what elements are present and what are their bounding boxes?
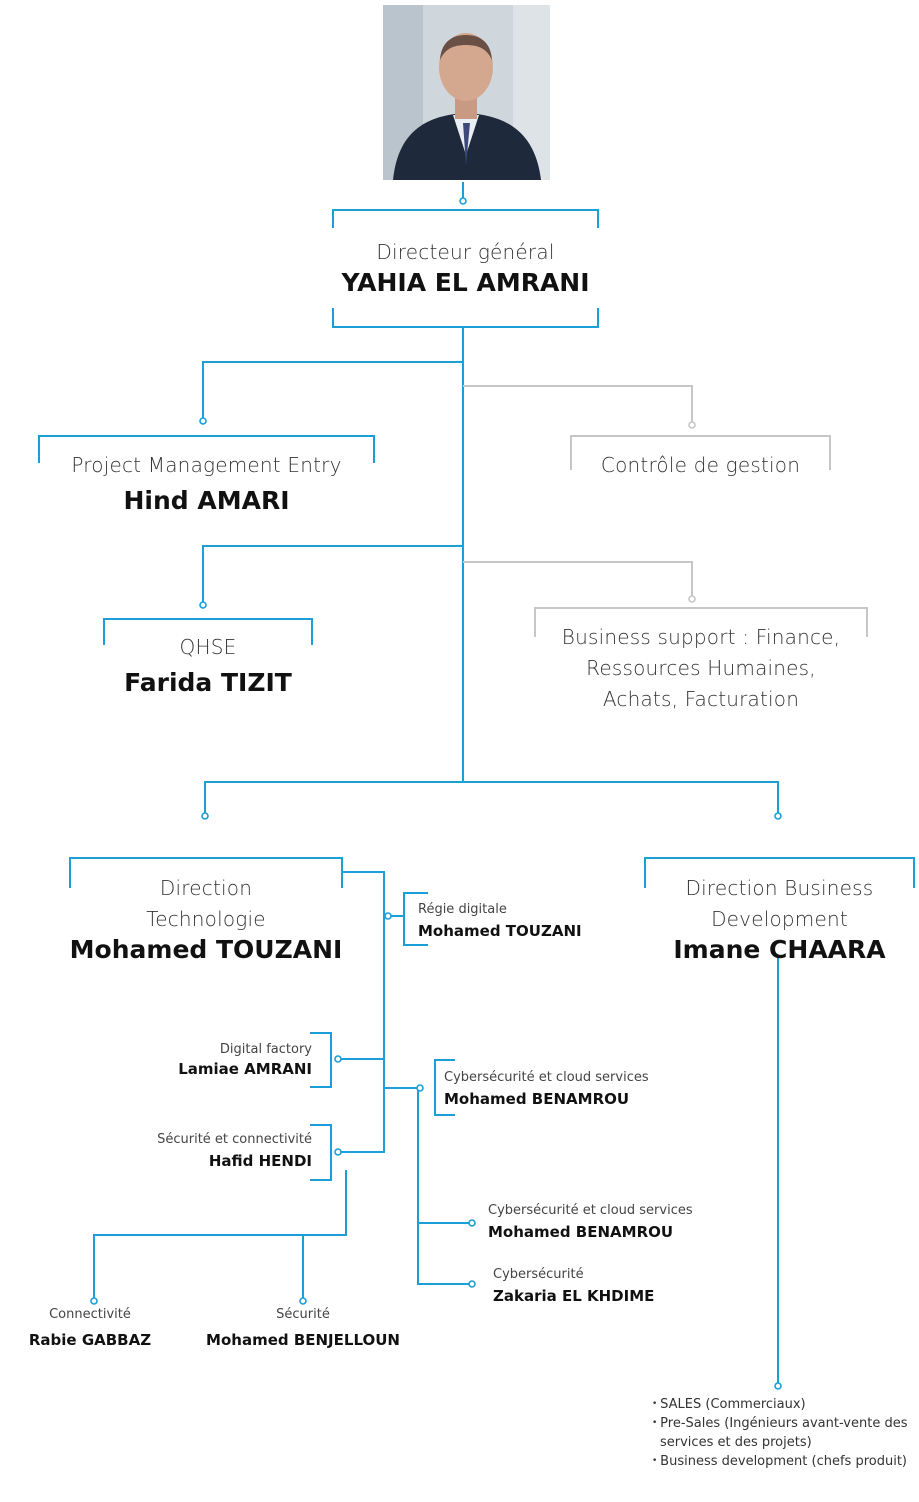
cyber-cloud-role: Cybersécurité et cloud services <box>444 1070 649 1085</box>
node-dot <box>384 912 392 920</box>
regie-role: Régie digitale <box>418 902 507 917</box>
ceo-role: Directeur général <box>376 240 555 264</box>
qhse-branch <box>202 545 463 602</box>
node-dot <box>334 1148 342 1156</box>
factory-name: Lamiae AMRANI <box>178 1060 312 1078</box>
qhse-bracket <box>103 618 313 645</box>
node-dot <box>299 1297 307 1305</box>
secu-conn-role: Sécurité et connectivité <box>157 1132 312 1147</box>
node-dot <box>199 417 207 425</box>
tech-role-line2: Technologie <box>146 907 266 931</box>
bs-branch <box>463 561 693 597</box>
tech-name: Mohamed TOUZANI <box>69 935 343 964</box>
secu-branch <box>338 1059 385 1153</box>
secu-conn-name: Hafid HENDI <box>208 1152 312 1170</box>
bizdev-teams-list: SALES (Commerciaux) Pre-Sales (Ingénieur… <box>652 1395 914 1471</box>
bizdev-team-item: SALES (Commerciaux) <box>652 1395 914 1414</box>
bizdev-bracket <box>644 857 915 888</box>
bizdev-role-line2: Development <box>711 907 848 931</box>
cdg-bracket <box>570 435 831 470</box>
node-dot <box>774 1382 782 1390</box>
pm-branch <box>202 361 463 418</box>
bizdev-role-line1: Direction Business <box>685 876 874 900</box>
bs-line1: Business support : Finance, <box>561 625 841 649</box>
node-dot <box>201 812 209 820</box>
director-photo <box>383 5 550 180</box>
node-dot <box>416 1084 424 1092</box>
cyber-spine <box>417 1088 470 1285</box>
node-dot <box>90 1297 98 1305</box>
pm-role: Project Management Entry <box>71 453 342 477</box>
tech-role-line1: Direction <box>159 876 253 900</box>
ceo-name: YAHIA EL AMRANI <box>341 268 590 297</box>
secu-sub-branch <box>93 1170 347 1300</box>
regie-name: Mohamed TOUZANI <box>418 922 582 940</box>
ceo-bracket-bottom <box>332 308 599 328</box>
qhse-name: Farida TIZIT <box>124 668 292 697</box>
tech-spine <box>342 871 385 1060</box>
node-dot <box>468 1219 476 1227</box>
qhse-role: QHSE <box>179 635 237 659</box>
cyber-cloud-2-name: Mohamed BENAMROU <box>488 1223 674 1241</box>
bs-bracket <box>534 607 868 637</box>
node-dot <box>199 601 207 609</box>
connectivite-name: Rabie GABBAZ <box>28 1331 152 1349</box>
node-dot <box>688 421 696 429</box>
bs-line2: Ressources Humaines, <box>586 656 816 680</box>
ceo-bracket-top <box>332 209 599 228</box>
bizdev-team-item: Pre-Sales (Ingénieurs avant-vente des se… <box>652 1414 914 1452</box>
node-dot <box>774 812 782 820</box>
securite-name: Mohamed BENJELLOUN <box>206 1331 400 1349</box>
secu-bracket <box>310 1124 332 1181</box>
securite-role: Sécurité <box>276 1307 330 1322</box>
cyber-cloud-2-role: Cybersécurité et cloud services <box>488 1203 693 1218</box>
pm-bracket <box>38 435 375 463</box>
regie-bracket <box>403 892 428 946</box>
factory-role: Digital factory <box>219 1042 312 1057</box>
connectivite-role: Connectivité <box>49 1307 131 1322</box>
node-dot <box>688 595 696 603</box>
cdg-role: Contrôle de gestion <box>600 453 801 477</box>
bizdev-name: Imane CHAARA <box>673 935 886 964</box>
cyber-name: Zakaria EL KHDIME <box>493 1287 655 1305</box>
factory-bracket <box>310 1032 332 1088</box>
cyber-role: Cybersécurité <box>493 1267 584 1282</box>
node-dot <box>468 1280 476 1288</box>
cyber-cloud-bracket <box>434 1059 455 1116</box>
node-dot <box>334 1055 342 1063</box>
bs-line3: Achats, Facturation <box>602 687 800 711</box>
directions-branch <box>204 781 779 815</box>
cdg-branch <box>463 385 693 422</box>
bizdev-team-item: Business development (chefs produit) <box>652 1452 914 1471</box>
node-dot <box>459 197 467 205</box>
pm-name: Hind AMARI <box>123 486 290 515</box>
cyber-cloud-name: Mohamed BENAMROU <box>444 1090 630 1108</box>
